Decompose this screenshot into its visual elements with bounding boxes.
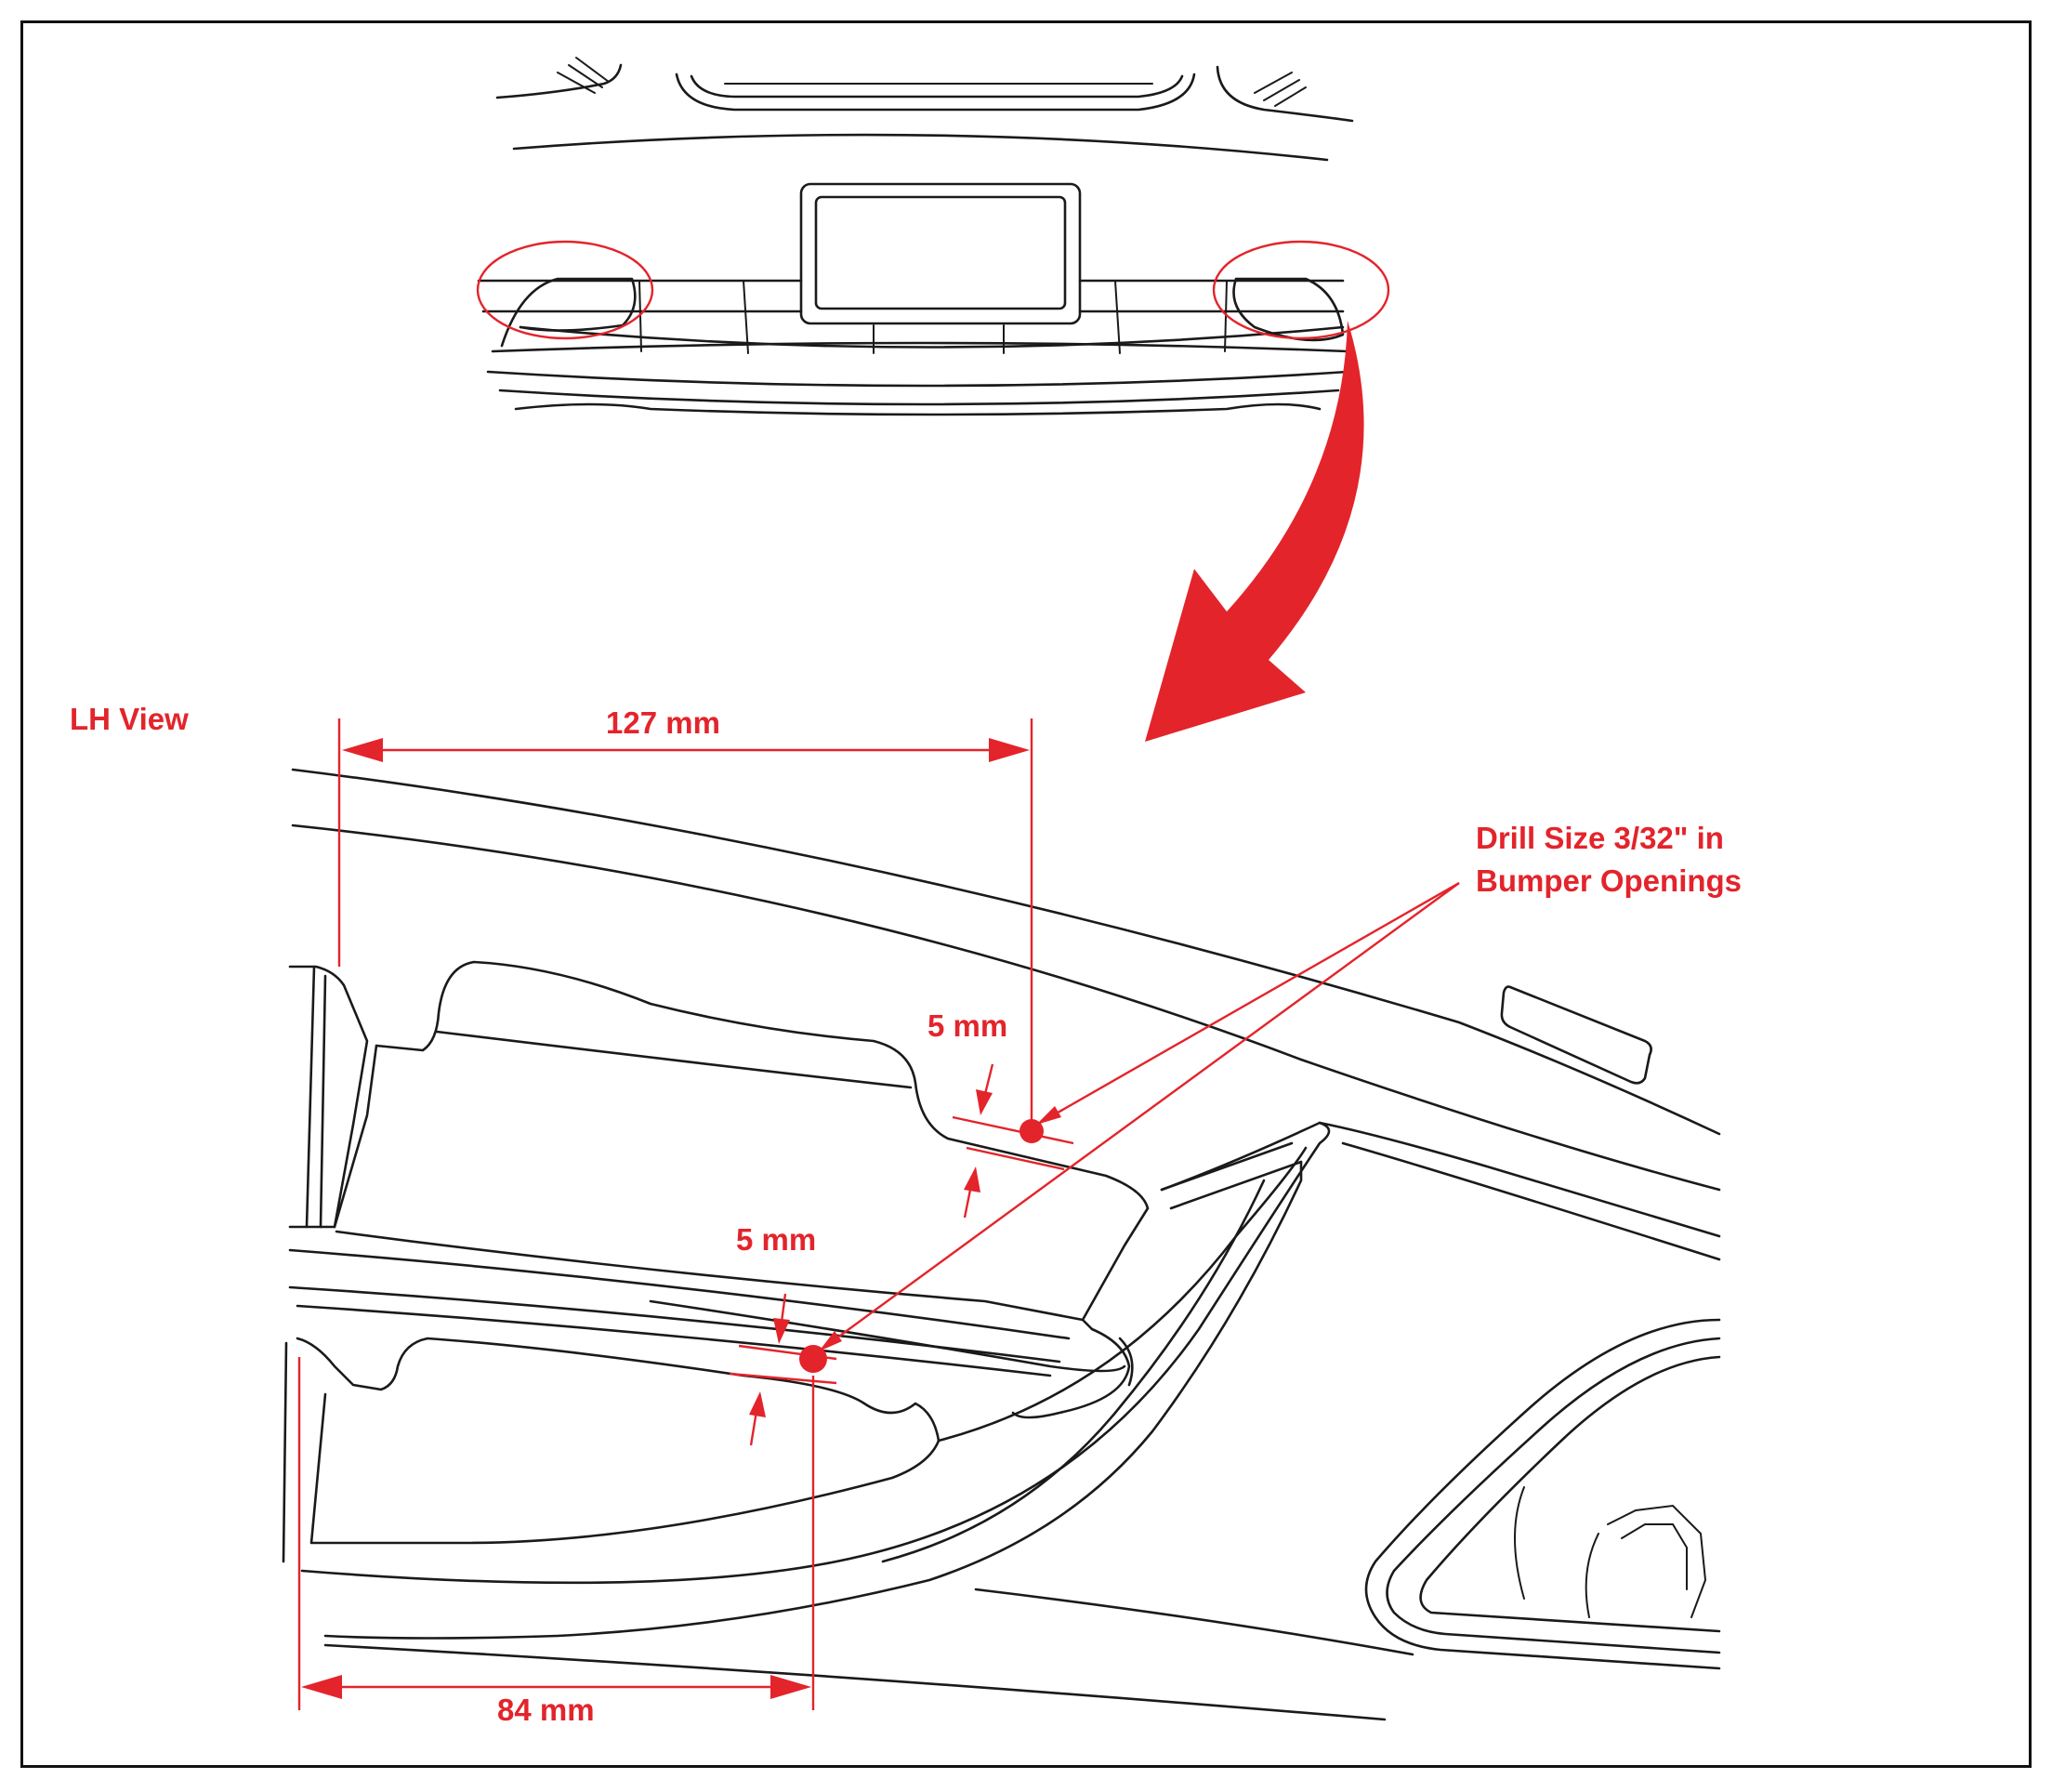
callout-leader-upper [1033, 881, 1460, 1128]
arrowhead [989, 738, 1030, 762]
zoom-arrow [1145, 321, 1364, 742]
callout-line-2: Bumper Openings [1476, 863, 1743, 898]
lh-detail-view [282, 768, 1721, 1721]
arrowhead [749, 1391, 766, 1417]
arrowhead [819, 1331, 842, 1351]
view-label: LH View [70, 702, 189, 736]
dimension-annotations [297, 718, 1460, 1710]
arrowhead [301, 1675, 342, 1699]
offset-lower-label: 5 mm [736, 1222, 817, 1257]
offset-upper-top-line [952, 1115, 1074, 1145]
diagram-frame [20, 20, 2032, 1768]
bumper-overview [476, 57, 1390, 416]
arrowhead [964, 1166, 980, 1192]
offset-lower-bottom-line [729, 1372, 837, 1385]
arrowhead [976, 1089, 993, 1115]
callout-line-1: Drill Size 3/32" in [1476, 821, 1724, 855]
callout-leader-lower [815, 882, 1460, 1354]
arrowhead [342, 738, 383, 762]
dim-84-label: 84 mm [497, 1693, 595, 1727]
dim-127-label: 127 mm [606, 705, 720, 740]
offset-upper-bottom-line [966, 1146, 1065, 1171]
lower-drill-point [799, 1345, 827, 1373]
offset-upper-label: 5 mm [927, 1008, 1008, 1043]
arrowhead [773, 1318, 790, 1344]
arrowhead [770, 1675, 811, 1699]
arrowhead [1036, 1106, 1061, 1125]
